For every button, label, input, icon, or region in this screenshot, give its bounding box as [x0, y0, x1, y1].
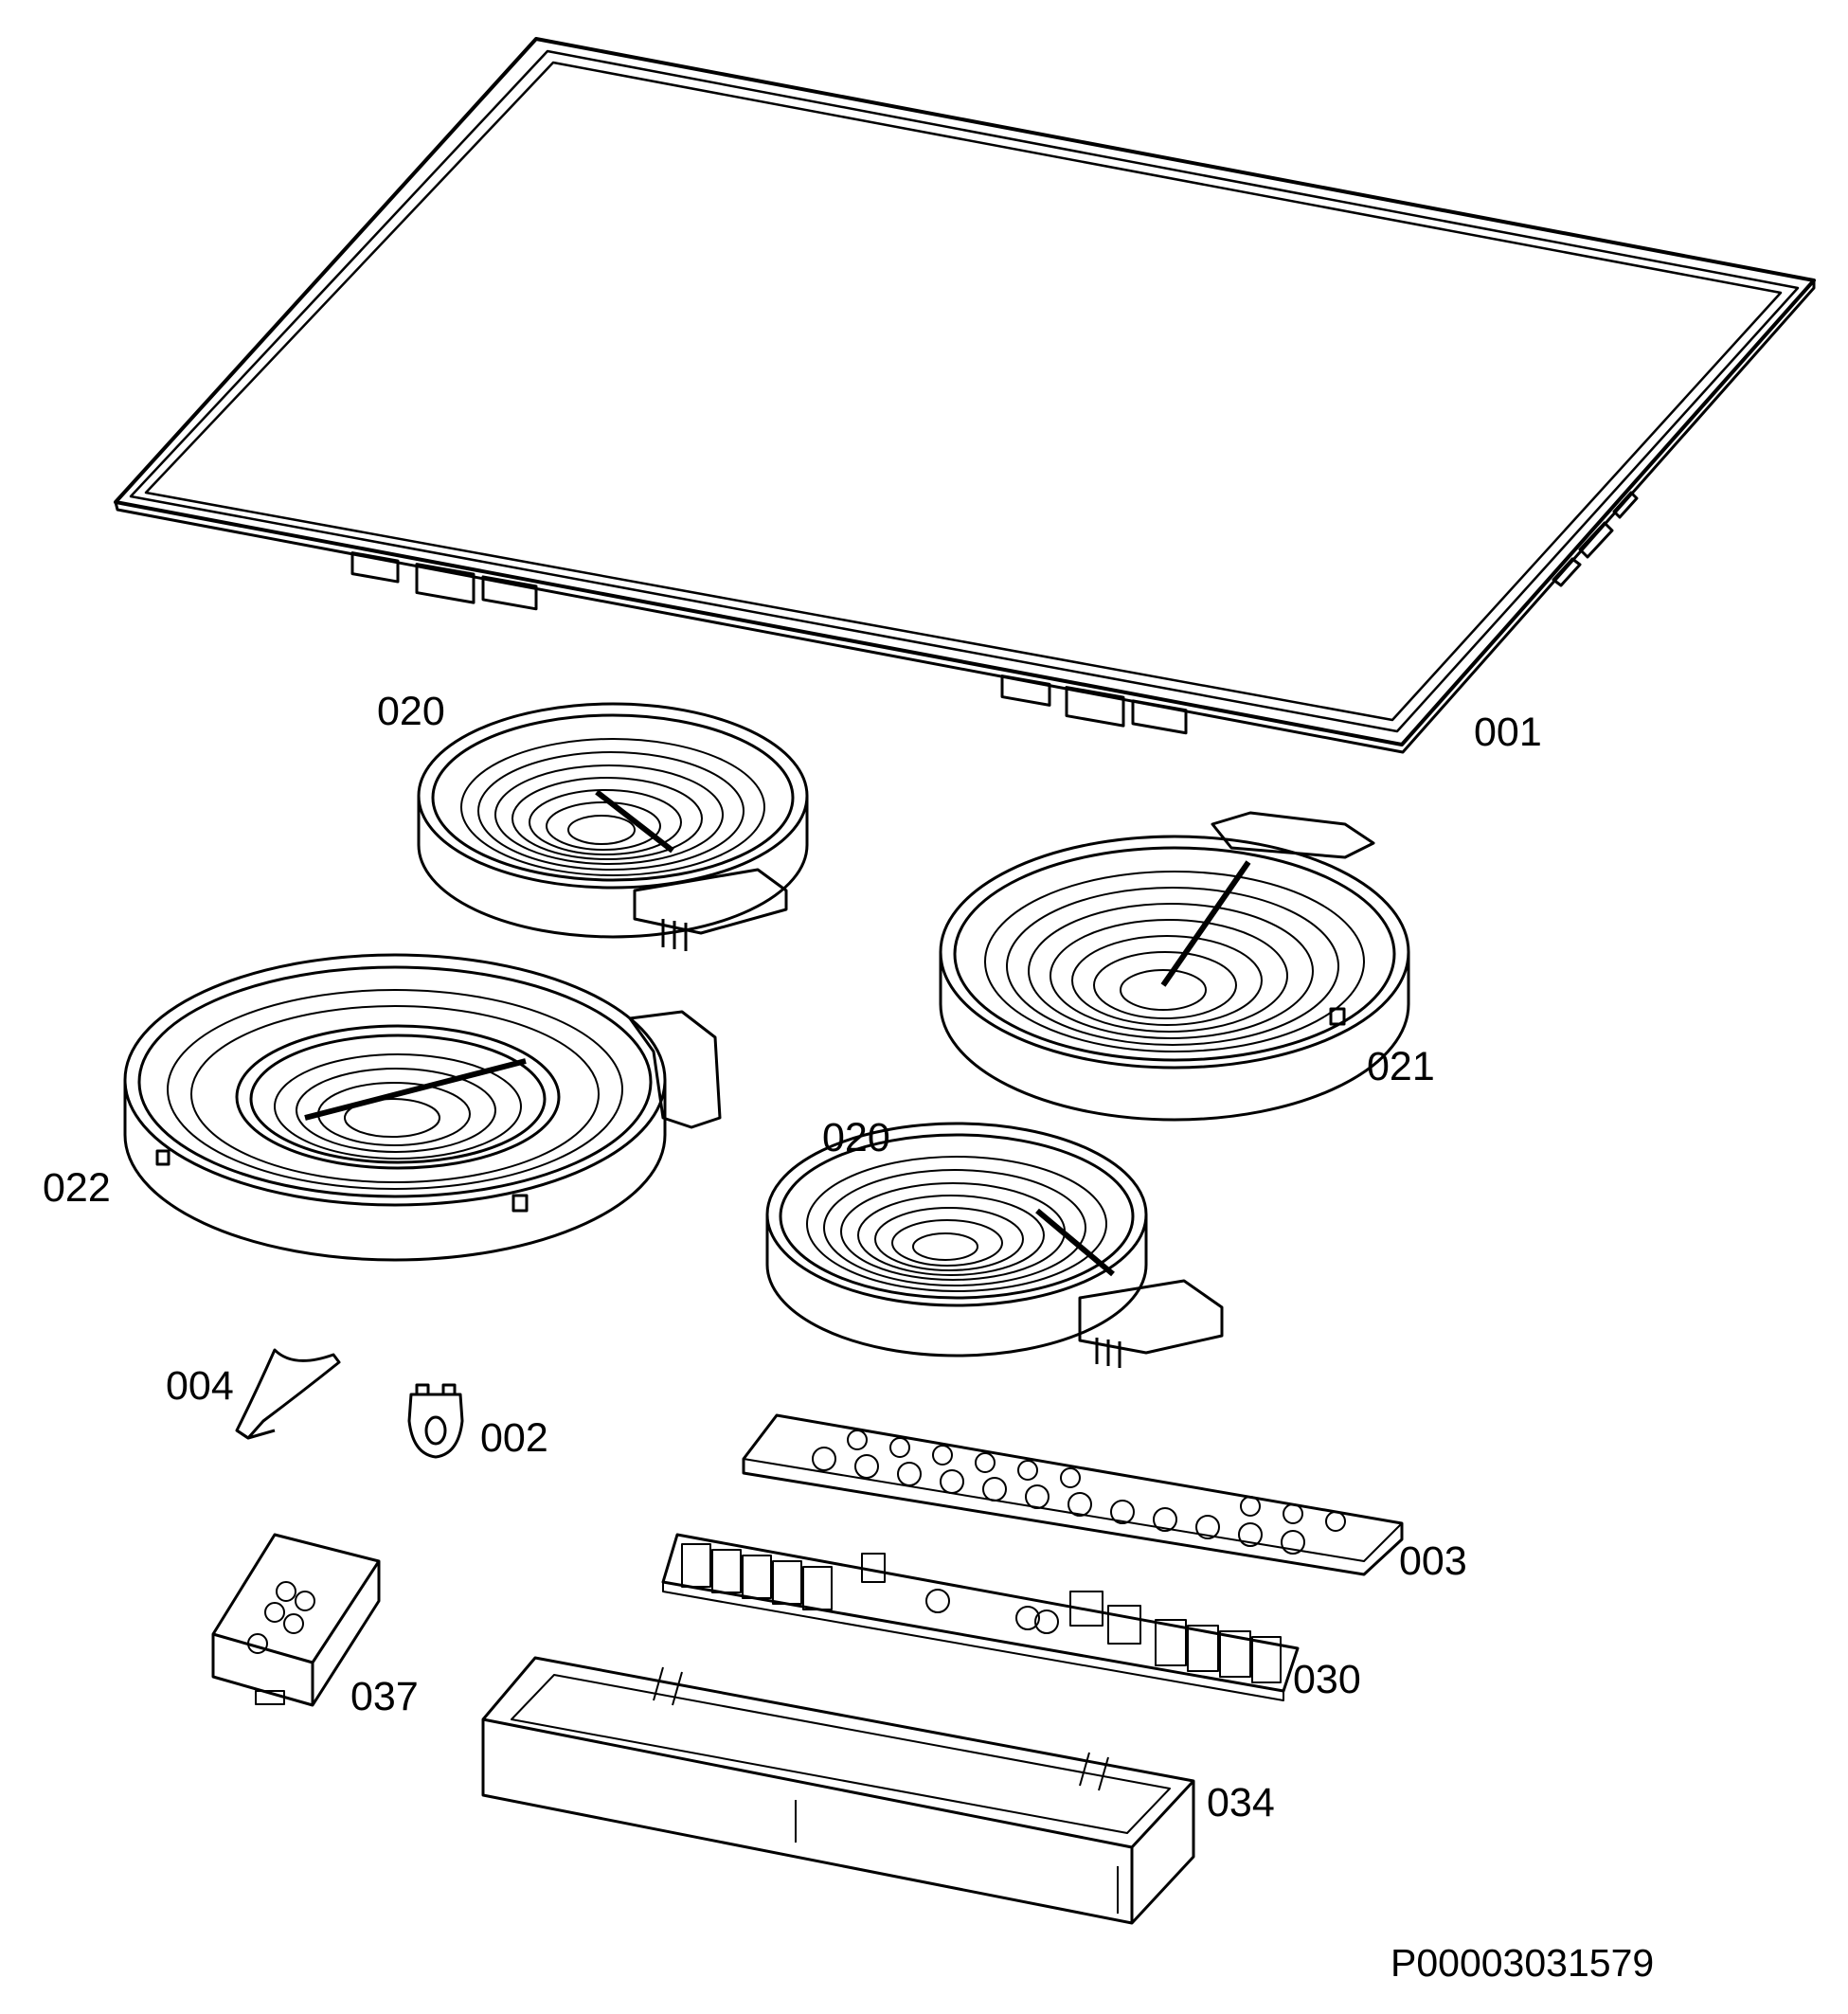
radiant-heating-element-021	[941, 813, 1408, 1120]
terminal-block-037	[213, 1535, 379, 1705]
document-id: P00003031579	[1390, 1941, 1655, 1985]
part-label-020-bottom: 020	[822, 1115, 890, 1160]
radiant-heating-element-020-bottom	[767, 1124, 1222, 1368]
glass-cooktop-panel	[116, 39, 1814, 752]
radiant-heating-element-020-top	[419, 704, 807, 951]
housing-tray-034	[483, 1658, 1193, 1923]
ribbon-cable-004	[237, 1350, 339, 1438]
part-label-034: 034	[1207, 1780, 1275, 1825]
power-board-030	[663, 1535, 1298, 1700]
part-label-037: 037	[350, 1674, 419, 1719]
part-label-002: 002	[480, 1415, 548, 1461]
part-label-022: 022	[43, 1165, 111, 1211]
dual-radiant-heating-element-022	[125, 955, 720, 1260]
part-label-001: 001	[1474, 710, 1542, 755]
part-label-030: 030	[1293, 1657, 1361, 1702]
part-label-004: 004	[166, 1363, 234, 1409]
part-label-021: 021	[1367, 1044, 1435, 1089]
part-label-003: 003	[1399, 1538, 1467, 1584]
touch-control-board-003	[744, 1415, 1402, 1574]
spring-clip-002	[409, 1385, 462, 1457]
part-label-020-top: 020	[377, 689, 445, 734]
